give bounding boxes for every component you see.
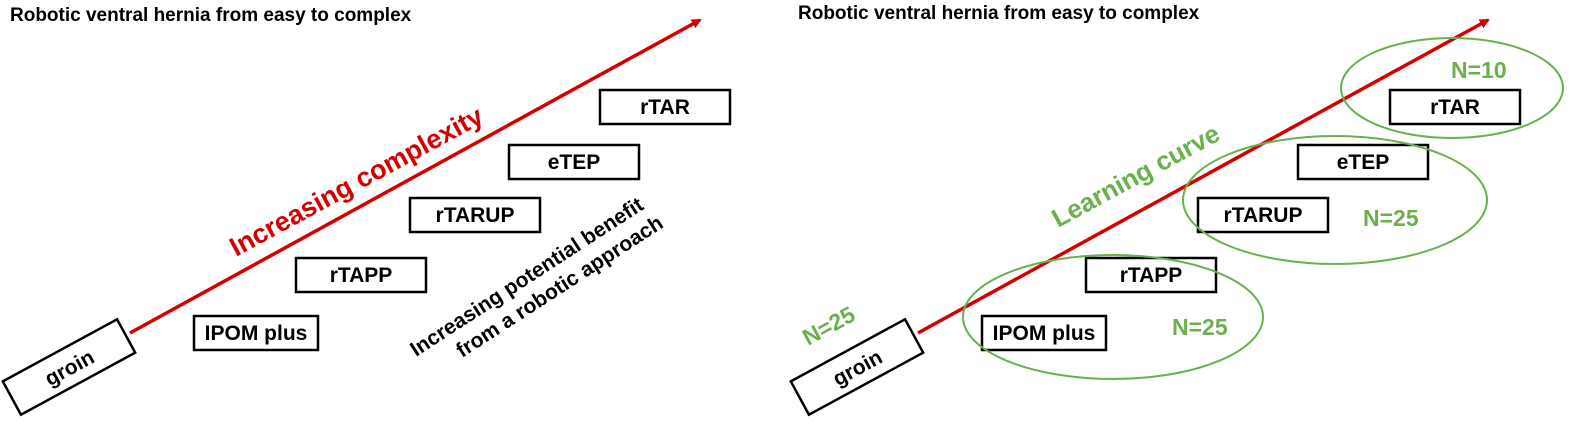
group-count-intermediate: N=25 xyxy=(1363,205,1419,231)
left-ipom-label: IPOM plus xyxy=(205,322,308,345)
left-step-rtapp: rTAPP xyxy=(294,256,428,294)
right-rtarup-label: rTARUP xyxy=(1224,204,1303,227)
left-groin-box: groin xyxy=(1,317,137,417)
complexity-arrow xyxy=(129,18,702,335)
group-ellipse-intermediate xyxy=(1182,135,1488,265)
group-count-advanced: N=10 xyxy=(1451,57,1507,83)
left-title: Robotic ventral hernia from easy to comp… xyxy=(10,5,412,26)
left-rtapp-label: rTAPP xyxy=(330,264,393,287)
right-ipom-label: IPOM plus xyxy=(993,322,1096,345)
left-etep-label: eTEP xyxy=(548,151,601,174)
group-ellipse-basic xyxy=(962,254,1264,380)
right-step-rtapp: rTAPP xyxy=(1084,256,1218,294)
right-etep-label: eTEP xyxy=(1337,151,1390,174)
right-step-rtarup: rTARUP xyxy=(1196,196,1330,234)
left-rtarup-label: rTARUP xyxy=(436,204,515,227)
right-step-etep: eTEP xyxy=(1296,143,1430,181)
right-panel: Robotic ventral hernia from easy to comp… xyxy=(789,3,1564,417)
left-step-etep: eTEP xyxy=(507,143,641,181)
complexity-label: Increasing complexity xyxy=(225,101,489,263)
left-step-rtarup: rTARUP xyxy=(408,196,542,234)
left-step-ipom-plus: IPOM plus xyxy=(192,314,320,352)
benefit-note-line2: from a robotic approach xyxy=(452,211,667,362)
right-rtar-label: rTAR xyxy=(1430,96,1480,119)
right-rtapp-label: rTAPP xyxy=(1120,264,1183,287)
right-step-ipom-plus: IPOM plus xyxy=(980,314,1108,352)
groin-count-label: N=25 xyxy=(798,301,859,350)
left-panel: Robotic ventral hernia from easy to comp… xyxy=(1,5,732,417)
right-step-rtar: rTAR xyxy=(1388,88,1522,126)
left-rtar-label: rTAR xyxy=(640,96,690,119)
right-title: Robotic ventral hernia from easy to comp… xyxy=(798,3,1200,24)
group-ellipse-advanced xyxy=(1340,37,1564,139)
learning-arrow xyxy=(917,18,1490,335)
group-count-basic: N=25 xyxy=(1172,314,1228,340)
left-step-rtar: rTAR xyxy=(598,88,732,126)
